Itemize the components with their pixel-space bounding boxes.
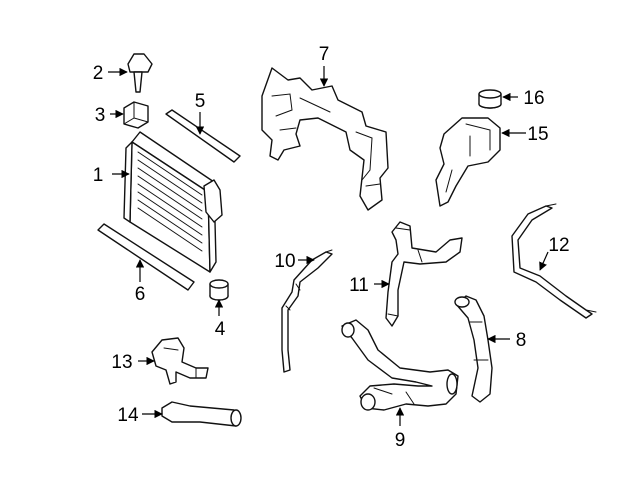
air-guide-shroud (261, 67, 389, 211)
lower-insulator (209, 279, 229, 301)
mount-bushing (123, 101, 149, 129)
callout-13: 13 (111, 352, 132, 373)
callout-16: 16 (523, 88, 544, 109)
small-hose-13 (151, 337, 209, 385)
coolant-hose-11 (385, 221, 463, 327)
coolant-hose-assembly-9 (341, 319, 459, 411)
radiator (123, 131, 223, 273)
callout-numbers: 1 2 3 4 5 6 7 8 9 10 11 12 13 14 15 16 (93, 44, 570, 451)
callout-12: 12 (548, 235, 569, 256)
callout-8: 8 (516, 330, 527, 351)
callout-11: 11 (349, 275, 369, 296)
leader-lines (108, 66, 549, 426)
callout-6: 6 (135, 284, 146, 305)
mounting-pin (127, 53, 153, 93)
callout-7: 7 (319, 44, 330, 65)
callout-10: 10 (274, 251, 295, 272)
callout-9: 9 (395, 430, 406, 451)
callout-15: 15 (527, 124, 548, 145)
callout-4: 4 (215, 319, 226, 340)
hose-14 (161, 401, 242, 427)
coolant-reservoir (435, 117, 501, 207)
vent-line (511, 203, 597, 319)
callout-2: 2 (93, 63, 104, 84)
callout-3: 3 (95, 105, 106, 126)
upper-seal-strip (165, 109, 241, 163)
callout-14: 14 (117, 405, 139, 426)
coolant-hose-8 (454, 295, 493, 403)
lower-seal-strip (97, 223, 195, 291)
coolant-pipe-10 (281, 249, 333, 373)
callout-5: 5 (195, 91, 206, 112)
reservoir-cap (478, 89, 502, 109)
callout-1: 1 (93, 165, 104, 186)
